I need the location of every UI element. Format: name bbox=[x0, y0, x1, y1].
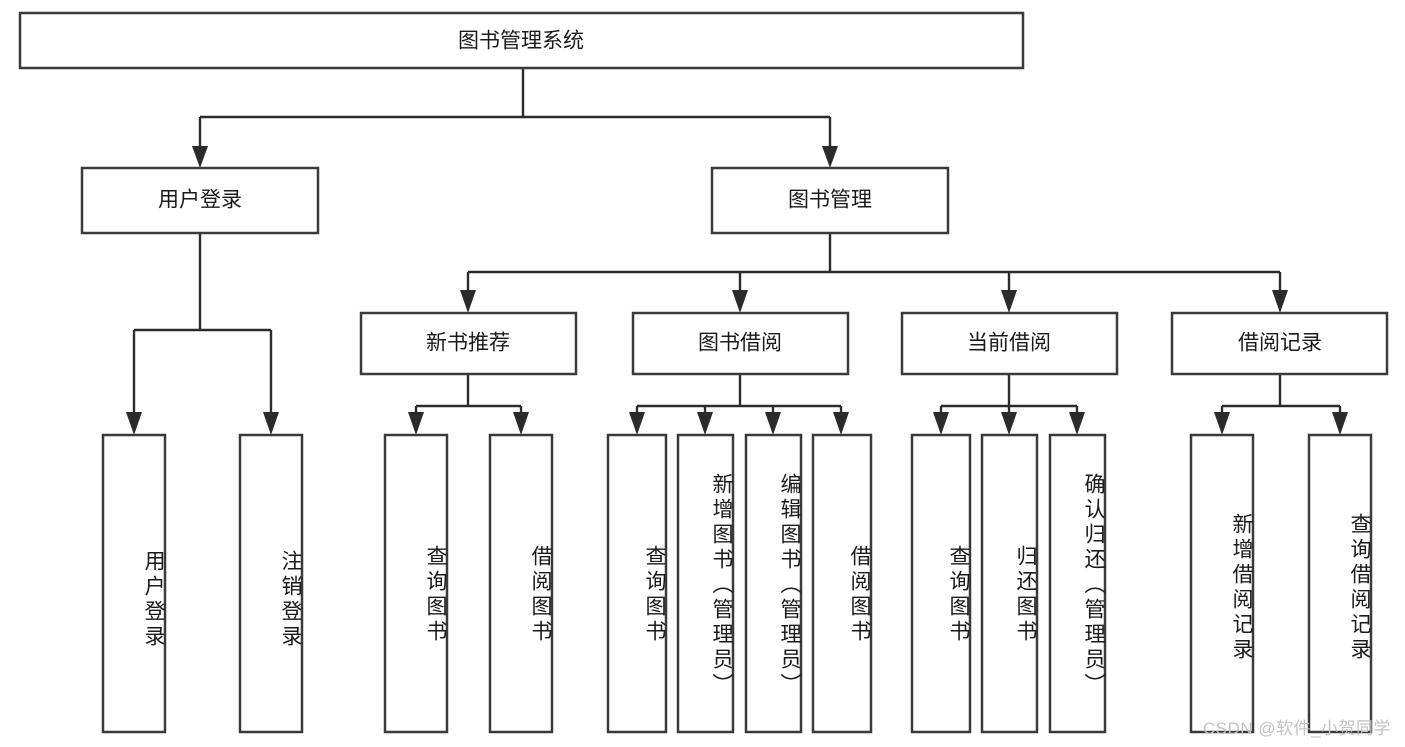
leaf-box-borrow-record-2[interactable] bbox=[1307, 433, 1373, 734]
arrow-bookborrow-leaf-3 bbox=[765, 412, 781, 435]
leaf-box-new-book-1[interactable] bbox=[383, 433, 449, 734]
node-box-borrow-record[interactable] bbox=[1170, 311, 1389, 376]
connectors-borrowrecord bbox=[1214, 374, 1348, 435]
connectors-bookborrow bbox=[629, 374, 849, 435]
arrow-bookborrow-leaf-1 bbox=[629, 412, 645, 435]
leaf-box-book-borrow-4[interactable] bbox=[811, 433, 873, 734]
node-label-root: 图书管理系统 bbox=[458, 30, 584, 53]
arrow-currentborrow-leaf-2 bbox=[1001, 412, 1017, 435]
connectors-userlogin bbox=[126, 233, 279, 435]
arrow-bookmgmt-child-4 bbox=[1272, 290, 1288, 313]
node-box-new-book-recommend[interactable] bbox=[359, 311, 578, 376]
node-box-book-borrow[interactable] bbox=[631, 311, 850, 376]
leaf-box-book-borrow-3[interactable] bbox=[744, 433, 803, 734]
arrow-bookborrow-leaf-4 bbox=[833, 412, 849, 435]
arrow-borrowrecord-leaf-1 bbox=[1214, 412, 1230, 435]
leaf-box-new-book-2[interactable] bbox=[488, 433, 554, 734]
node-box-current-borrow[interactable] bbox=[900, 311, 1119, 376]
node-label-user-login: 用户登录 bbox=[158, 189, 242, 212]
connectors-currentborrow bbox=[933, 374, 1085, 435]
arrow-bookmgmt-child-1 bbox=[460, 290, 476, 313]
arrow-currentborrow-leaf-3 bbox=[1069, 412, 1085, 435]
leaf-box-current-borrow-2[interactable] bbox=[980, 433, 1039, 734]
leaf-box-borrow-record-1[interactable] bbox=[1189, 433, 1255, 734]
arrow-userlogin-leaf-2 bbox=[263, 412, 279, 435]
arrow-borrowrecord-leaf-2 bbox=[1332, 412, 1348, 435]
leaf-box-user-login-1[interactable] bbox=[101, 433, 167, 734]
leaf-box-user-login-2[interactable] bbox=[238, 433, 304, 734]
arrow-currentborrow-leaf-1 bbox=[933, 412, 949, 435]
node-box-root[interactable] bbox=[18, 11, 1025, 70]
leaf-box-current-borrow-3[interactable] bbox=[1048, 433, 1107, 734]
arrow-newbook-leaf-1 bbox=[408, 412, 424, 435]
node-box-book-management[interactable] bbox=[710, 166, 950, 235]
node-box-user-login[interactable] bbox=[80, 166, 320, 235]
csdn-watermark: CSDN @软件_小贺同学 bbox=[1202, 719, 1391, 738]
node-label-new-book-recommend: 新书推荐 bbox=[426, 332, 510, 355]
leaf-box-book-borrow-1[interactable] bbox=[606, 433, 668, 734]
arrow-bookmgmt-child-2 bbox=[732, 290, 748, 313]
arrow-newbook-leaf-2 bbox=[513, 412, 529, 435]
leaf-box-book-borrow-2[interactable] bbox=[676, 433, 735, 734]
arrow-bookmgmt-child-3 bbox=[1001, 290, 1017, 313]
arrow-userlogin-leaf-1 bbox=[126, 412, 142, 435]
node-label-borrow-record: 借阅记录 bbox=[1238, 332, 1322, 355]
node-label-book-borrow: 图书借阅 bbox=[698, 332, 782, 355]
node-label-book-management: 图书管理 bbox=[788, 189, 872, 212]
connectors-newbook bbox=[408, 374, 529, 435]
arrow-root-to-bookmgmt bbox=[822, 146, 838, 168]
connectors-root bbox=[192, 68, 838, 168]
connectors-bookmgmt bbox=[460, 233, 1288, 313]
arrow-bookborrow-leaf-2 bbox=[697, 412, 713, 435]
leaf-box-current-borrow-1[interactable] bbox=[910, 433, 972, 734]
node-label-current-borrow: 当前借阅 bbox=[967, 332, 1051, 355]
arrow-root-to-userlogin bbox=[192, 146, 208, 168]
